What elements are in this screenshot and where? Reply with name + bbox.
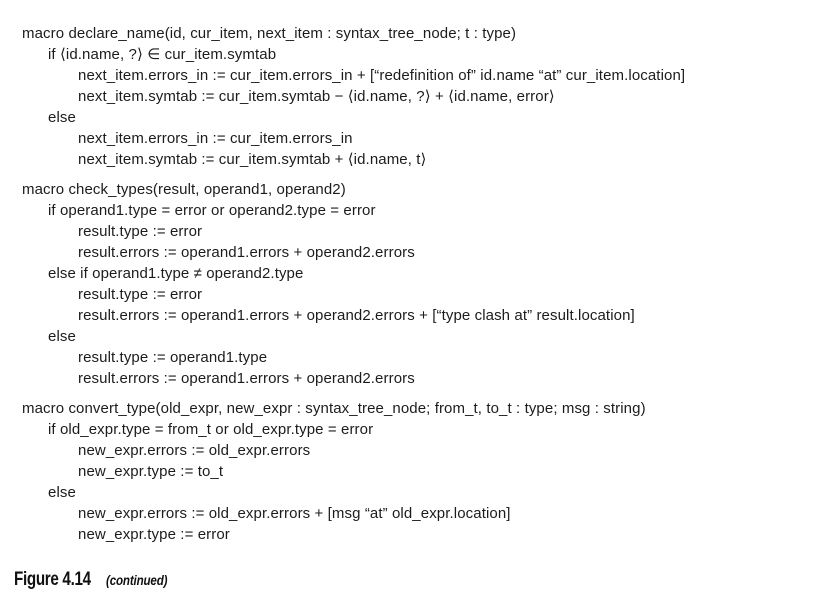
code-line: result.type := error [78, 286, 203, 303]
code-line: new_expr.type := error [78, 526, 230, 543]
code-line: result.type := error [78, 223, 203, 240]
figure-caption-note: (continued) [106, 573, 168, 588]
macro-check-types-section: macro check_types(result, operand1, oper… [22, 179, 824, 389]
code-line: next_item.errors_in := cur_item.errors_i… [78, 67, 686, 84]
code-line: new_expr.errors := old_expr.errors [78, 442, 311, 459]
code-line: new_expr.type := to_t [78, 463, 224, 480]
code-line: else [48, 328, 76, 345]
code-line: macro check_types(result, operand1, oper… [22, 181, 346, 198]
code-line: if operand1.type = error or operand2.typ… [48, 202, 376, 219]
code-line: next_item.symtab := cur_item.symtab − ⟨i… [78, 88, 555, 105]
macro-convert-type-section: macro convert_type(old_expr, new_expr : … [22, 398, 824, 545]
code-line: result.errors := operand1.errors + opera… [78, 307, 635, 324]
figure-caption-label: Figure 4.14 [14, 569, 91, 590]
code-line: macro declare_name(id, cur_item, next_it… [22, 25, 517, 42]
macro-declare-name-section: macro declare_name(id, cur_item, next_it… [22, 23, 824, 170]
figure-caption: Figure 4.14 (continued) [14, 569, 178, 591]
code-line: else [48, 109, 76, 126]
code-line: next_item.symtab := cur_item.symtab + ⟨i… [78, 151, 427, 168]
code-line: if ⟨id.name, ?⟩ ∈ cur_item.symtab [48, 46, 277, 63]
code-line: next_item.errors_in := cur_item.errors_i… [78, 130, 353, 147]
code-line: macro convert_type(old_expr, new_expr : … [22, 400, 646, 417]
code-line: if old_expr.type = from_t or old_expr.ty… [48, 421, 374, 438]
code-line: result.errors := operand1.errors + opera… [78, 244, 415, 261]
code-line: else [48, 484, 76, 501]
code-line: else if operand1.type ≠ operand2.type [48, 265, 304, 282]
code-line: new_expr.errors := old_expr.errors + [ms… [78, 505, 511, 522]
code-line: result.errors := operand1.errors + opera… [78, 370, 415, 387]
code-line: result.type := operand1.type [78, 349, 268, 366]
book-page: macro declare_name(id, cur_item, next_it… [22, 23, 824, 545]
